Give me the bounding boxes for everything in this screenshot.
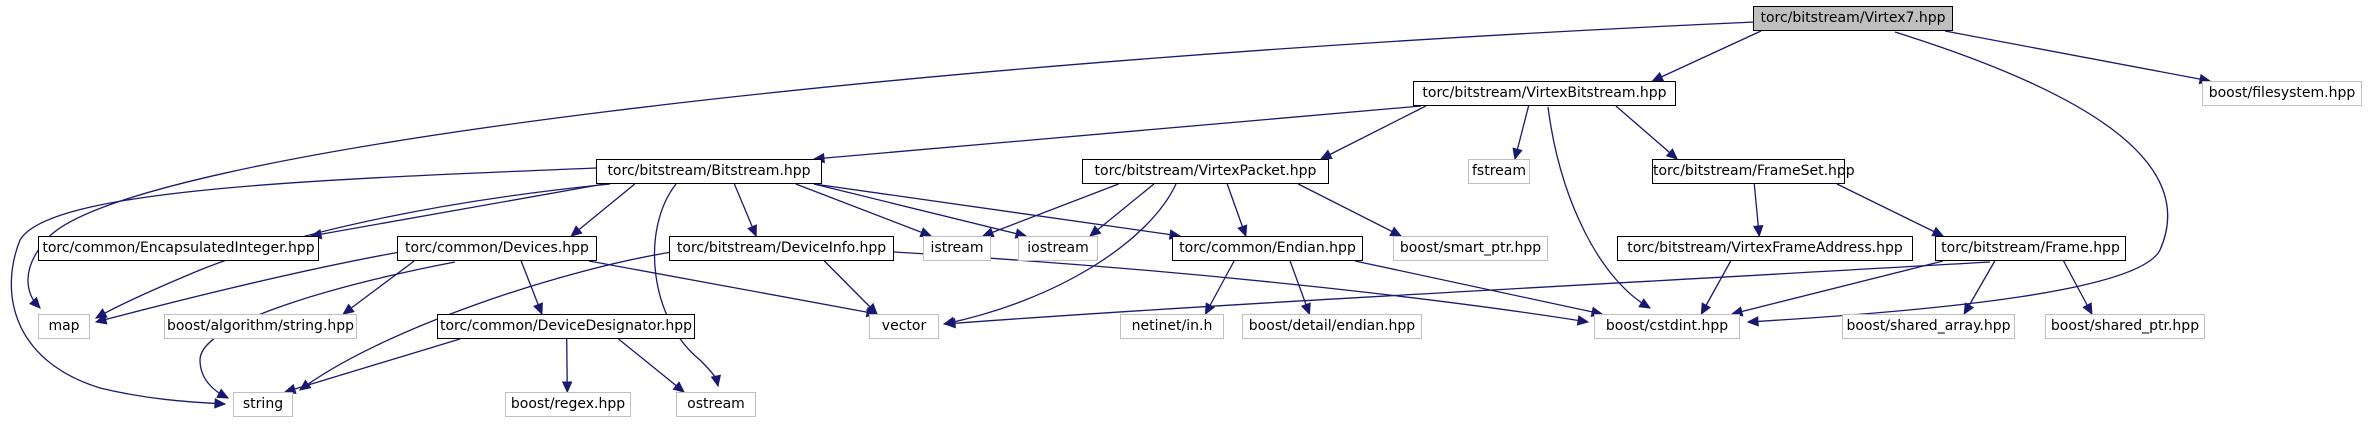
edge-virtex7-to-virtexbitstream — [1652, 30, 1762, 82]
edge-virtexbitstream-to-virtexpacket — [1320, 105, 1427, 160]
arrowhead-vfa-to-cstdint — [1700, 302, 1712, 316]
edge-devices-to-map — [95, 251, 401, 323]
arrowhead-bitstream-to-devices — [570, 225, 583, 237]
arrowhead-devdesig-to-ostream — [672, 381, 685, 393]
arrowhead-virtex7-to-cstdint — [1746, 316, 1759, 327]
node-boost-shared-ptr-hpp: boost/shared_ptr.hpp — [2045, 314, 2205, 339]
edge-virtex7-to-map — [27, 21, 1756, 309]
edge-virtexbitstream-to-cstdint — [1547, 106, 1651, 309]
edge-devdesig-to-ostream — [618, 338, 685, 393]
arrowhead-virtexbitstream-to-fstream — [1512, 147, 1523, 161]
edge-devdesig-to-string — [284, 338, 461, 393]
arrowhead-deviceinfo-to-vector — [865, 302, 878, 315]
edge-virtexpacket-to-iostream — [1089, 183, 1155, 237]
arrowhead-frame-to-vector — [943, 317, 956, 329]
arrowhead-frame-to-sharedarray — [1963, 302, 1975, 316]
edge-deviceinfo-to-string — [299, 251, 673, 391]
arrowhead-virtexpacket-to-endian — [1237, 224, 1248, 238]
arrowhead-endian-to-detailendian — [1300, 302, 1311, 316]
edge-frame-to-vector — [944, 261, 1991, 325]
edge-virtexbitstream-to-frameset — [1615, 105, 1678, 160]
node-devicedesignator-hpp[interactable]: torc/common/DeviceDesignator.hpp — [437, 314, 695, 339]
arrowhead-devices-to-devdesig — [533, 302, 543, 316]
node-boost-regex-hpp: boost/regex.hpp — [505, 392, 631, 417]
arrowhead-endian-to-netinet — [1204, 302, 1216, 316]
node-frame-hpp[interactable]: torc/bitstream/Frame.hpp — [1935, 236, 2126, 261]
edge-virtexpacket-to-istream — [982, 183, 1119, 237]
arrowhead-bitstream-to-ostream — [710, 374, 722, 388]
edge-bitstream-to-endian — [813, 183, 1181, 237]
node-bitstream-hpp[interactable]: torc/bitstream/Bitstream.hpp — [596, 159, 822, 184]
edge-bitstream-to-string — [10, 167, 597, 405]
node-endian-hpp[interactable]: torc/common/Endian.hpp — [1172, 236, 1363, 261]
arrowhead-frameset-to-vfa — [1752, 225, 1764, 238]
node-virtex7-hpp: torc/bitstream/Virtex7.hpp — [1753, 6, 1953, 31]
arrowhead-frame-to-sharedptr — [2082, 302, 2093, 316]
arrowhead-devdesig-to-regex — [561, 381, 573, 394]
arrowhead-deviceinfo-to-cstdint — [1576, 315, 1590, 326]
arrowhead-devices-to-string — [216, 388, 230, 399]
arrowhead-devices-to-map — [94, 314, 108, 325]
arrowhead-bitstream-to-string — [214, 398, 227, 409]
node-encapsulatedinteger-hpp[interactable]: torc/common/EncapsulatedInteger.hpp — [38, 236, 319, 261]
edge-bitstream-to-ostream — [653, 183, 719, 387]
edge-virtex7-to-filesystem — [1944, 30, 2211, 82]
edge-bitstream-to-iostream — [813, 183, 1027, 237]
node-virtexframeaddress-hpp[interactable]: torc/bitstream/VirtexFrameAddress.hpp — [1617, 236, 1913, 261]
edge-frame-to-cstdint — [1731, 260, 1944, 315]
arrowhead-virtexbitstream-to-frameset — [1665, 148, 1679, 160]
edge-virtexbitstream-to-bitstream — [813, 105, 1422, 160]
node-boost-detail-endian-hpp: boost/detail/endian.hpp — [1242, 314, 1422, 339]
arrowhead-frameset-to-frame — [1931, 226, 1945, 237]
arrowhead-virtexbitstream-to-cstdint — [1638, 298, 1652, 309]
node-ostream: ostream — [676, 392, 756, 417]
edge-devices-to-algostring — [342, 260, 415, 315]
node-boost-filesystem-hpp: boost/filesystem.hpp — [2202, 81, 2362, 106]
node-boost-shared-array-hpp: boost/shared_array.hpp — [1842, 314, 2015, 339]
edge-bitstream-to-devices — [570, 183, 636, 237]
arrowhead-virtex7-to-virtexbitstream — [1651, 71, 1665, 82]
node-fstream: fstream — [1468, 159, 1530, 184]
edge-frameset-to-frame — [1836, 183, 1944, 237]
edge-endian-to-cstdint — [1354, 260, 1603, 315]
arrowhead-virtexpacket-to-smartptr — [1389, 226, 1403, 237]
node-netinet-in-h: netinet/in.h — [1120, 314, 1224, 339]
node-virtexpacket-hpp[interactable]: torc/bitstream/VirtexPacket.hpp — [1082, 159, 1329, 184]
node-frameset-hpp[interactable]: torc/bitstream/FrameSet.hpp — [1652, 159, 1855, 184]
edge-virtexpacket-to-smartptr — [1297, 183, 1402, 237]
edge-devices-to-vector — [588, 260, 878, 315]
node-iostream: iostream — [1018, 236, 1098, 261]
node-string: string — [233, 392, 293, 417]
edge-bitstream-to-encint — [310, 183, 605, 237]
edge-bitstream-to-istream — [795, 183, 932, 237]
arrowhead-virtex7-to-map — [29, 296, 41, 309]
node-map: map — [38, 314, 90, 339]
node-boost-cstdint-hpp: boost/cstdint.hpp — [1594, 314, 1740, 339]
node-vector: vector — [869, 314, 939, 339]
edge-deviceinfo-to-cstdint — [893, 251, 1589, 323]
node-deviceinfo-hpp[interactable]: torc/bitstream/DeviceInfo.hpp — [669, 236, 894, 261]
node-istream: istream — [923, 236, 991, 261]
edge-deviceinfo-to-vector — [823, 260, 878, 315]
node-boost-smart-ptr-hpp: boost/smart_ptr.hpp — [1393, 236, 1548, 261]
node-virtexbitstream-hpp[interactable]: torc/bitstream/VirtexBitstream.hpp — [1413, 81, 1676, 106]
arrowhead-devices-to-algostring — [342, 303, 355, 315]
node-devices-hpp[interactable]: torc/common/Devices.hpp — [397, 236, 597, 261]
arrowhead-bitstream-to-deviceinfo — [747, 224, 757, 238]
edge-virtex7-to-cstdint — [1747, 31, 2169, 323]
node-boost-algorithm-string-hpp: boost/algorithm/string.hpp — [164, 314, 357, 339]
arrowhead-virtexpacket-to-iostream — [1089, 225, 1102, 237]
arrowhead-virtexbitstream-to-virtexpacket — [1319, 149, 1333, 160]
